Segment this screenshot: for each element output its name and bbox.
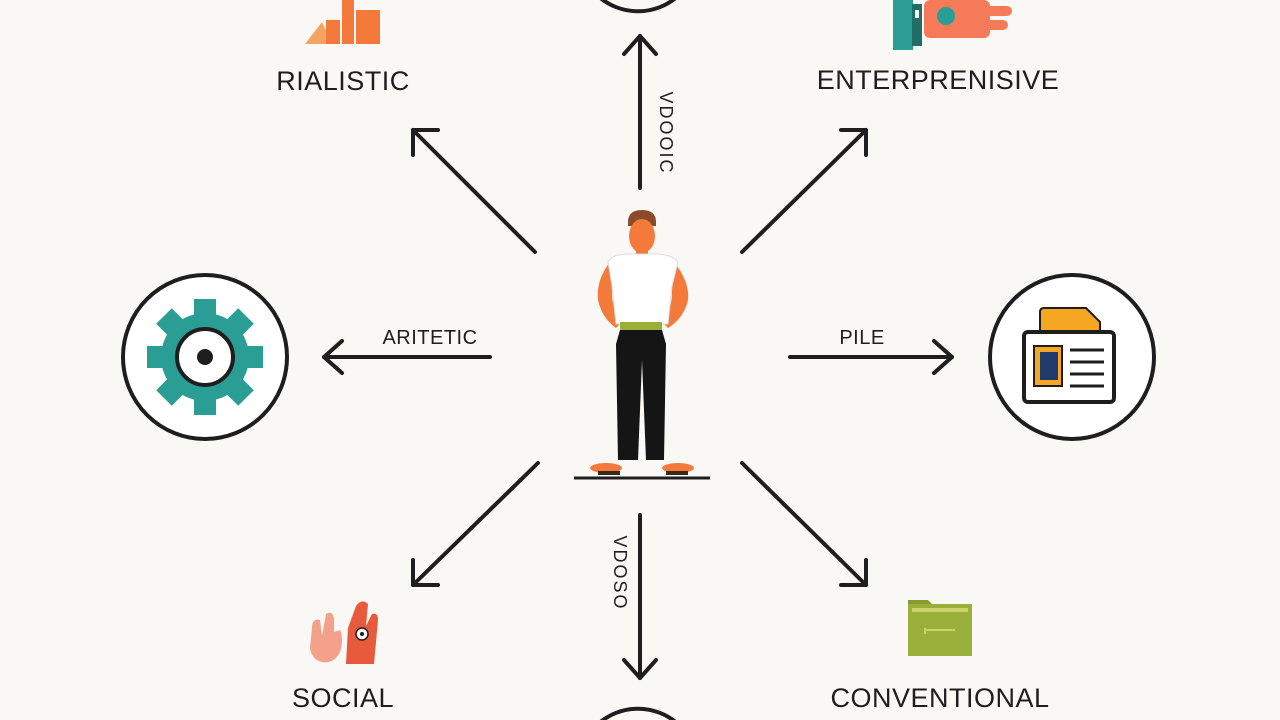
document-icon bbox=[988, 273, 1156, 441]
person-figure bbox=[574, 210, 710, 480]
label-realistic: RIALISTIC bbox=[276, 66, 410, 96]
label-enterprising: ENTERPRENISIVE bbox=[817, 65, 1060, 95]
arrow-down bbox=[622, 513, 658, 680]
arrow-right bbox=[788, 339, 954, 375]
arrow-up bbox=[622, 34, 658, 190]
handshake-icon bbox=[893, 0, 1012, 50]
label-social: SOCIAL bbox=[292, 683, 394, 713]
gear-icon bbox=[121, 273, 289, 441]
folder-icon bbox=[908, 600, 972, 656]
arrow-left bbox=[322, 339, 492, 375]
bar-chart-icon bbox=[305, 0, 380, 44]
label-vertical-bottom: VDOSO bbox=[610, 535, 630, 610]
label-right: PILE bbox=[839, 327, 884, 349]
label-vertical-top: VDOOIC bbox=[656, 91, 676, 174]
hands-icon bbox=[310, 601, 378, 664]
arrow-down-right bbox=[740, 461, 868, 587]
arrow-up-right bbox=[740, 128, 868, 254]
label-artistic: ARITETIC bbox=[382, 327, 477, 349]
label-conventional: CONVENTIONAL bbox=[830, 683, 1049, 713]
arrow-down-left bbox=[411, 461, 540, 587]
top-circle-edge bbox=[599, 0, 677, 14]
bottom-circle-edge bbox=[599, 706, 677, 720]
arrow-up-left bbox=[411, 128, 537, 254]
